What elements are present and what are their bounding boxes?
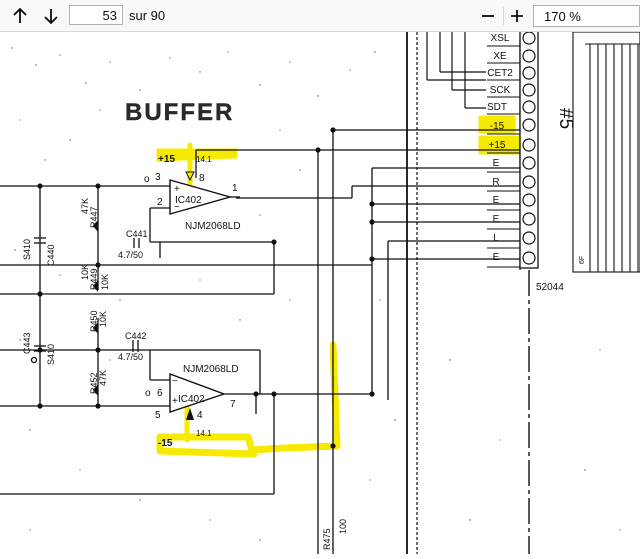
connector-52044: XSL XE CET2 SCK SDT -15 +15 E R E E L E … bbox=[487, 27, 576, 554]
upper-opamp: +15 14.1 + − IC402 o 3 2 1 8 NJM2068LD C… bbox=[118, 154, 241, 260]
opamp-plus: + bbox=[174, 184, 180, 195]
zoom-select[interactable]: 170 % bbox=[533, 5, 640, 27]
pin-label: XE bbox=[493, 51, 507, 62]
page-number-input[interactable] bbox=[69, 5, 123, 25]
pin-label: E bbox=[493, 195, 500, 206]
pin-label: XSL bbox=[491, 33, 510, 44]
cap-ref: C442 bbox=[125, 331, 147, 341]
supply-note: 14.1 bbox=[196, 155, 212, 164]
right-ladder: 6F bbox=[572, 31, 640, 273]
resistor-value: 47K bbox=[98, 370, 108, 386]
pin-label: +15 bbox=[489, 140, 506, 151]
cap-value: 4.7/50 bbox=[118, 352, 143, 362]
opamp-part: NJM2068LD bbox=[185, 221, 241, 232]
connector-part: 52044 bbox=[536, 282, 564, 293]
resistor-ref: R452 bbox=[89, 372, 99, 394]
cap-ref: C440 bbox=[46, 244, 56, 266]
pdf-toolbar: sur 90 170 % bbox=[0, 0, 640, 32]
pin-label: L bbox=[493, 233, 499, 244]
document-viewport: XSL XE CET2 SCK SDT -15 +15 E R E E L E … bbox=[0, 27, 640, 554]
resistor-value: 10K bbox=[100, 274, 110, 290]
opamp-ref: IC402 bbox=[175, 195, 202, 206]
pin-number: 7 bbox=[230, 399, 236, 410]
component-bodies bbox=[30, 220, 98, 396]
scan-noise bbox=[11, 47, 621, 541]
supply-note: 14.1 bbox=[196, 429, 212, 438]
resistor-value: 47K bbox=[80, 198, 90, 214]
toolbar-divider bbox=[503, 7, 504, 25]
junctions bbox=[37, 127, 375, 449]
component-labels: R447 47K R449 10K 10K R450 10K R452 47K … bbox=[22, 198, 348, 550]
minus-icon bbox=[482, 15, 494, 17]
resistor-value: 10K bbox=[98, 311, 108, 327]
pin-marker: o bbox=[145, 388, 151, 399]
resistor-value: 100 bbox=[338, 519, 348, 534]
previous-page-button[interactable] bbox=[8, 4, 32, 28]
pin-number: 6 bbox=[157, 388, 163, 399]
pin-label: E bbox=[493, 158, 500, 169]
resistor-ref: R475 bbox=[322, 528, 332, 550]
schematic-drawing: XSL XE CET2 SCK SDT -15 +15 E R E E L E … bbox=[0, 27, 640, 554]
opamp-minus: − bbox=[172, 376, 178, 387]
zoom-in-button[interactable] bbox=[505, 4, 529, 28]
schematic-title: BUFFER bbox=[125, 99, 234, 126]
supply-label: -15 bbox=[158, 438, 173, 449]
resistor-ref: R449 bbox=[89, 268, 99, 290]
pin-number: 3 bbox=[155, 172, 161, 183]
lower-opamp: − + IC402 o 6 5 7 4 NJM2068LD -15 14.1 C… bbox=[118, 331, 239, 449]
page-total-label: sur 90 bbox=[129, 8, 166, 23]
resistor-ref: R447 bbox=[89, 206, 99, 228]
pin-number: 2 bbox=[157, 197, 163, 208]
pin-label: R bbox=[492, 177, 499, 188]
pin-label: E bbox=[493, 214, 500, 225]
pin-label: SCK bbox=[490, 85, 511, 96]
wires bbox=[0, 129, 520, 554]
down-arrow-icon bbox=[44, 9, 58, 25]
opamp-ref: IC402 bbox=[178, 394, 205, 405]
cap-ref: C443 bbox=[22, 332, 32, 354]
zoom-out-button[interactable] bbox=[476, 4, 500, 28]
side-label: 6F bbox=[579, 256, 586, 264]
opamp-part: NJM2068LD bbox=[183, 364, 239, 375]
cap-value: 4.7/50 bbox=[118, 250, 143, 260]
pin-number: 1 bbox=[232, 183, 238, 194]
switch-ref: S410 bbox=[22, 239, 32, 260]
plus-icon bbox=[511, 10, 523, 22]
opamp-minus: − bbox=[174, 202, 180, 213]
next-page-button[interactable] bbox=[39, 4, 63, 28]
resistor-ref: R450 bbox=[89, 310, 99, 332]
pin-label: -15 bbox=[490, 121, 505, 132]
cap-ref: C441 bbox=[126, 229, 148, 239]
pin-label: CET2 bbox=[487, 68, 513, 79]
pin-number: 8 bbox=[199, 173, 205, 184]
switch-ref: S410 bbox=[46, 344, 56, 365]
pin-label: E bbox=[493, 252, 500, 263]
connector-name: #5 bbox=[555, 108, 576, 129]
pin-label: SDT bbox=[487, 102, 507, 113]
up-arrow-icon bbox=[13, 7, 27, 23]
pin-marker: o bbox=[144, 174, 150, 185]
pin-number: 5 bbox=[155, 410, 161, 421]
resistor-value: 10K bbox=[80, 264, 90, 280]
opamp-plus: + bbox=[172, 396, 178, 407]
pin-number: 4 bbox=[197, 410, 203, 421]
supply-label: +15 bbox=[158, 154, 175, 165]
